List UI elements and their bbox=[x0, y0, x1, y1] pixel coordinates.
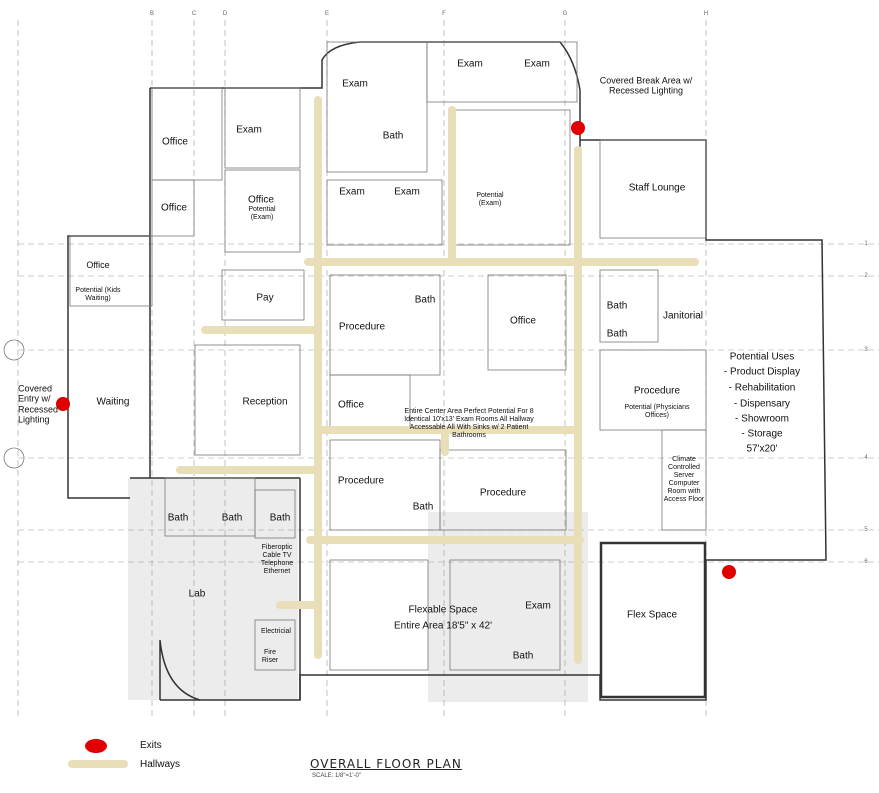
room-bath: Bath bbox=[512, 650, 534, 662]
room-staff-lounge: Staff Lounge bbox=[628, 182, 686, 194]
room-electrical: Electricial bbox=[261, 627, 291, 635]
grid-tag-col: B bbox=[149, 11, 155, 17]
room-flex-space: Flex Space bbox=[626, 609, 678, 621]
exit-marker-break-area bbox=[571, 121, 585, 135]
room-flexable-space-note: Entire Area 18'5" x 42' bbox=[394, 620, 492, 632]
room-office: Office bbox=[338, 399, 364, 411]
room-office-potential-note: Potential (Exam) bbox=[248, 205, 276, 221]
room-procedure-note: Potential (Physicians Offices) bbox=[624, 403, 690, 419]
grid-tag-row: 3 bbox=[864, 347, 868, 353]
room-exam: Exam bbox=[524, 58, 550, 70]
room-bath: Bath bbox=[269, 512, 291, 524]
room-office: Office bbox=[510, 315, 536, 327]
grid-tag-col: C bbox=[191, 11, 197, 17]
room-server: Climate Controlled Server Computer Room … bbox=[663, 455, 705, 504]
room-bath: Bath bbox=[414, 294, 436, 306]
room-bath: Bath bbox=[606, 300, 628, 312]
grid-tag-row: 2 bbox=[864, 273, 868, 279]
grid-tag-col: H bbox=[703, 11, 709, 17]
room-waiting: Waiting bbox=[96, 396, 130, 408]
hallways bbox=[176, 96, 699, 664]
room-procedure: Procedure bbox=[338, 321, 386, 333]
room-exam: Exam bbox=[394, 186, 420, 198]
lab-area-shading bbox=[128, 478, 298, 700]
legend-exits-label: Exits bbox=[140, 740, 162, 751]
potential-uses-size: 57'x20' bbox=[746, 443, 778, 455]
plan-scale: SCALE: 1/8"=1'-0" bbox=[312, 773, 361, 779]
potential-uses-item: - Rehabilitation bbox=[728, 382, 796, 394]
room-procedure: Procedure bbox=[479, 487, 527, 499]
room-fire-riser: Fire Riser bbox=[261, 648, 279, 664]
room-bath: Bath bbox=[382, 130, 404, 142]
room-office: Office bbox=[161, 202, 187, 214]
covered-entry: Covered Entry w/ Recessed Lighting bbox=[18, 383, 59, 425]
room-bath: Bath bbox=[412, 501, 434, 513]
room-pay: Pay bbox=[256, 292, 274, 304]
grid-tag-col: E bbox=[324, 11, 330, 17]
room-potential-exam: Potential (Exam) bbox=[476, 191, 504, 207]
plan-title: OVERALL FLOOR PLAN bbox=[310, 757, 462, 771]
legend-hallways-label: Hallways bbox=[140, 759, 181, 770]
room-bath: Bath bbox=[606, 328, 628, 340]
potential-uses-item: - Storage bbox=[741, 428, 783, 440]
exit-marker-east bbox=[722, 565, 736, 579]
interior-walls bbox=[69, 41, 707, 671]
covered-break-area: Covered Break Area w/ Recessed Lighting bbox=[599, 75, 693, 96]
room-fiberoptic: Fiberoptic Cable TV Telephone Ethernet bbox=[260, 543, 294, 576]
grid-tag-col: F bbox=[442, 11, 446, 17]
exit-marker-entry bbox=[56, 397, 70, 411]
exits bbox=[56, 121, 736, 579]
room-office-potential: Office bbox=[248, 194, 274, 206]
room-janitorial: Janitorial bbox=[662, 310, 704, 322]
room-bath: Bath bbox=[167, 512, 189, 524]
column-marker bbox=[3, 447, 25, 469]
potential-uses-item: - Showroom bbox=[735, 413, 789, 425]
room-procedure: Procedure bbox=[337, 475, 385, 487]
potential-uses-item: - Dispensary bbox=[733, 398, 791, 410]
grid-tag-row: 6 bbox=[864, 559, 868, 565]
room-reception: Reception bbox=[242, 396, 288, 408]
room-bath: Bath bbox=[221, 512, 243, 524]
room-exam: Exam bbox=[525, 600, 551, 612]
room-office-kids: Office bbox=[86, 259, 110, 270]
grid-tag-row: 5 bbox=[864, 527, 868, 533]
legend-exit-symbol bbox=[85, 739, 107, 753]
room-procedure: Procedure bbox=[633, 385, 681, 397]
room-office: Office bbox=[162, 136, 188, 148]
room-office-kids-note: Potential (Kids Waiting) bbox=[75, 286, 121, 302]
center-area-note: Entire Center Area Perfect Potential For… bbox=[404, 407, 534, 440]
column-marker bbox=[3, 339, 25, 361]
room-exam: Exam bbox=[342, 78, 368, 90]
grid-tag-col: G bbox=[562, 11, 568, 17]
room-exam: Exam bbox=[339, 186, 365, 198]
grid-tag-row: 1 bbox=[864, 241, 868, 247]
potential-uses-title: Potential Uses bbox=[729, 351, 795, 363]
grid-tag-row: 4 bbox=[864, 455, 868, 461]
flex-space-walls bbox=[599, 541, 707, 699]
room-lab: Lab bbox=[188, 588, 206, 600]
potential-uses-item: - Product Display bbox=[723, 366, 801, 378]
room-exam: Exam bbox=[457, 58, 483, 70]
room-exam: Exam bbox=[236, 124, 262, 136]
grid-tag-col: D bbox=[222, 11, 228, 17]
room-flexable-space: Flexable Space bbox=[408, 604, 478, 616]
